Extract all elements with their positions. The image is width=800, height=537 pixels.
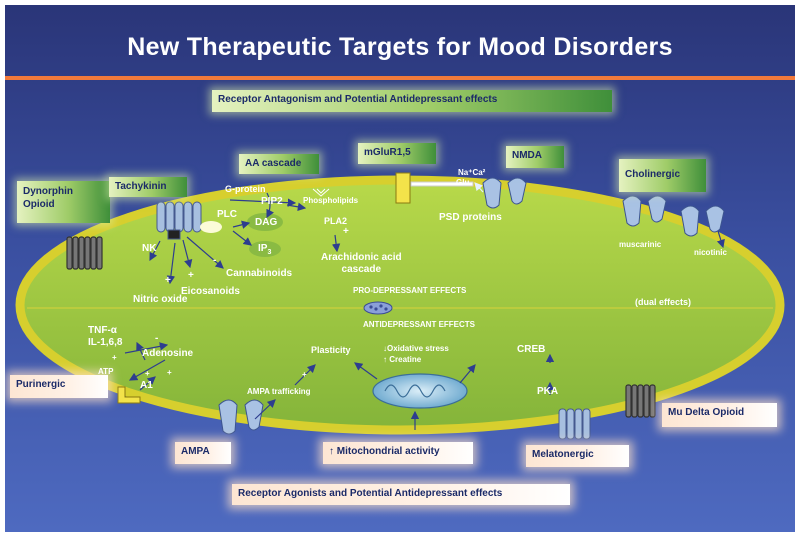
arachidonic-line1: Arachidonic acid <box>321 252 402 263</box>
nmda-label: NMDA <box>506 146 564 168</box>
eicosanoids-text: Eicosanoids <box>181 286 240 297</box>
plasticity-text: Plasticity <box>311 345 351 355</box>
mglur-label: mGluR1,5 <box>358 143 436 164</box>
pro-depressant-text: PRO-DEPRESSANT EFFECTS <box>353 286 467 295</box>
aa-cascade-label: AA cascade <box>239 154 319 174</box>
center-particles-icon <box>363 301 393 315</box>
pka-text: PKA <box>537 386 559 397</box>
nicotinic-text: nicotinic <box>694 248 727 257</box>
nitric-oxide-text: Nitric oxide <box>133 294 188 305</box>
pla2-text: PLA2 <box>324 216 348 226</box>
ip3-subscript: 3 <box>267 249 272 256</box>
tnf-minus: - <box>155 333 159 344</box>
a1-plus: + <box>145 369 150 378</box>
creb-text: CREB <box>517 344 546 355</box>
tachykinin-label: Tachykinin <box>109 177 187 197</box>
cholinergic-label: Cholinergic <box>619 159 706 192</box>
ampa-trafficking-text: AMPA trafficking <box>247 387 311 396</box>
nmda-receptor-icon <box>482 177 527 209</box>
arachidonic-line2: cascade <box>341 264 382 275</box>
mitochondrial-label: ↑ Mitochondrial activity <box>323 442 473 464</box>
phospholipids-text: Phospholipids <box>303 196 359 205</box>
g-protein-text: G-protein <box>225 184 266 194</box>
plasticity-plus: + <box>302 370 307 379</box>
muscarinic-text: muscarinic <box>619 240 662 249</box>
atp-plus: + <box>167 368 172 377</box>
pathway-arrows <box>124 192 725 430</box>
adenosine-text: Adenosine <box>142 348 194 359</box>
nk-text: NK <box>142 243 157 254</box>
dag-blob <box>247 213 283 231</box>
a1-text: A1 <box>140 380 153 391</box>
psd-text: PSD proteins <box>439 212 502 223</box>
melatonergic-receptor-icon <box>558 408 591 440</box>
dynorphin-label: Dynorphin Opioid <box>17 181 110 223</box>
il-text: IL-1,6,8 <box>88 337 123 348</box>
melatonergic-label: Melatonergic <box>526 445 629 467</box>
glu-text: Glu <box>456 178 470 187</box>
oxidative-text: ↓Oxidative stress <box>383 344 449 353</box>
top-banner: Receptor Antagonism and Potential Antide… <box>212 90 612 112</box>
antidepressant-text: ANTIDEPRESSANT EFFECTS <box>363 320 476 329</box>
diagram-canvas: New Therapeutic Targets for Mood Disorde… <box>5 5 795 532</box>
dynorphin-label-line2: Opioid <box>23 199 55 210</box>
ip3-blob <box>249 241 281 257</box>
ampa-label: AMPA <box>175 442 231 464</box>
page-title: New Therapeutic Targets for Mood Disorde… <box>127 33 673 61</box>
tnf-text: TNF-α <box>88 325 117 336</box>
cannabinoids-text: Cannabinoids <box>226 268 293 279</box>
mitochondrion-icon <box>372 373 468 409</box>
mglur-receptor-icon <box>395 172 411 204</box>
bottom-banner: Receptor Agonists and Potential Antidepr… <box>232 484 570 505</box>
dynorphin-receptor-icon <box>66 236 103 270</box>
phospholipid-icon <box>312 188 330 197</box>
ampa-receptor-icon <box>218 399 264 435</box>
mu-delta-receptor-icon <box>625 384 656 418</box>
cannabinoids-minus: - <box>213 255 217 266</box>
arachidonic-text: Arachidonic acid cascade <box>321 252 402 276</box>
cholinergic-receptor-icon <box>622 195 725 237</box>
mu-delta-label: Mu Delta Opioid <box>662 403 777 427</box>
purinergic-label: Purinergic <box>10 375 108 398</box>
pla2-plus: + <box>343 226 349 237</box>
plc-ellipse <box>200 221 222 233</box>
membrane-channel-bar <box>410 181 474 187</box>
dual-effects-text: (dual effects) <box>635 297 692 307</box>
tachykinin-receptor-icon <box>156 201 202 240</box>
nitric-oxide-plus: + <box>165 275 171 286</box>
atp-text: ATP <box>98 367 114 376</box>
dag-text: DAG <box>255 217 278 228</box>
creatine-text: ↑ Creatine <box>383 355 422 364</box>
na-ca-text: Na⁺Ca² <box>458 168 486 177</box>
dynorphin-label-line1: Dynorphin <box>23 186 73 197</box>
pip2-text: PIP2 <box>261 196 283 207</box>
ip3-text: IP3 <box>258 243 271 256</box>
il-plus: + <box>112 353 117 362</box>
diagram-graphics <box>15 172 785 440</box>
title-divider <box>5 76 795 80</box>
eicosanoids-plus: + <box>188 270 194 281</box>
purinergic-receptor-icon <box>117 386 141 404</box>
ip3-main: IP <box>258 243 268 254</box>
plc-text: PLC <box>217 209 237 220</box>
